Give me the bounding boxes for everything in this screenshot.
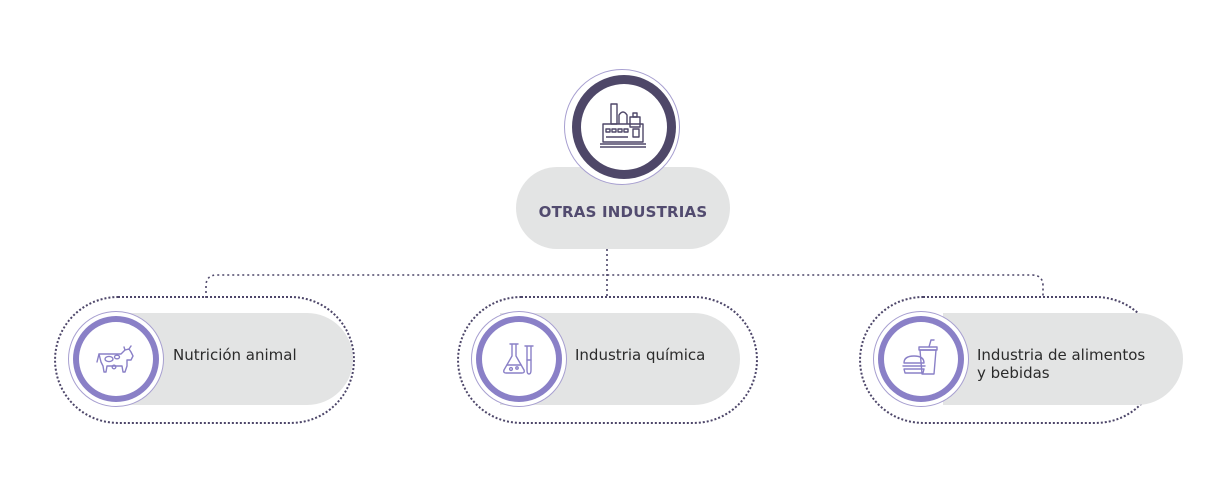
child-label: Industria química xyxy=(575,346,706,364)
child-label: Industria de alimentos y bebidas xyxy=(977,346,1177,382)
child-outline xyxy=(54,296,355,424)
child-circle xyxy=(884,322,958,396)
chemistry-flasks-icon xyxy=(503,343,534,375)
factory-icon xyxy=(600,103,646,148)
burger-drink-icon xyxy=(902,339,938,375)
child-pill xyxy=(943,313,1183,405)
root-circle xyxy=(581,84,667,170)
child-outline xyxy=(457,296,758,424)
child-label-line1: Industria de alimentos xyxy=(977,346,1146,364)
root-label: OTRAS INDUSTRIAS xyxy=(538,203,708,221)
cow-icon xyxy=(96,345,134,373)
child-circle xyxy=(482,322,556,396)
child-label: Nutrición animal xyxy=(173,346,297,364)
child-circle xyxy=(79,322,153,396)
child-label-line2: y bebidas xyxy=(977,364,1050,382)
